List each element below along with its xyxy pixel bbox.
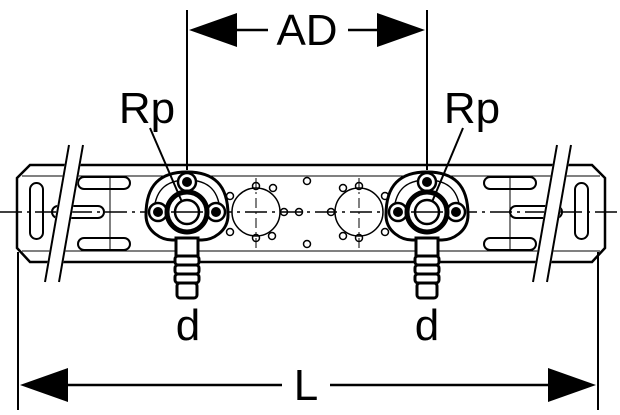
rp-leader-line: [149, 127, 183, 203]
l-label: L: [294, 361, 318, 410]
screw-hole: [153, 207, 163, 217]
horizontal-slot: [483, 237, 537, 251]
plate-outline: [15, 163, 607, 264]
rp-leader-line: [431, 127, 464, 203]
horizontal-slot: [51, 205, 105, 219]
small-hole: [302, 239, 312, 249]
vertical-slot-left: [29, 182, 44, 240]
ad-label: AD: [276, 6, 337, 55]
left-end-slots: [29, 176, 131, 251]
small-hole: [354, 233, 364, 243]
screw-hole: [211, 207, 221, 217]
rp-label: Rp: [444, 84, 500, 133]
screw-hole: [393, 207, 403, 217]
horizontal-slot: [483, 176, 537, 190]
small-hole: [380, 227, 390, 237]
l-arrow-left: [20, 368, 68, 402]
screw-hole: [451, 207, 461, 217]
small-hole: [251, 181, 261, 191]
small-hole: [302, 176, 312, 186]
horizontal-slot: [509, 205, 563, 219]
hole-pattern-left: [225, 181, 289, 243]
horizontal-slot: [77, 237, 131, 251]
centerline: [0, 178, 620, 248]
break-line: [532, 144, 558, 283]
ad-arrow-right: [377, 13, 425, 47]
break-gap: [532, 143, 572, 284]
small-hole: [326, 207, 336, 217]
elbow-stem: [414, 236, 440, 258]
break-gap: [44, 143, 84, 284]
break-line: [44, 144, 70, 283]
break-mark-left: [44, 143, 84, 284]
mounting-plate: [15, 163, 607, 264]
ad-arrow-left: [189, 13, 237, 47]
loose-holes: [294, 176, 312, 249]
small-hole: [354, 181, 364, 191]
dimension-ad: AD: [186, 6, 428, 170]
break-line: [58, 144, 84, 283]
horizontal-slot: [77, 176, 131, 190]
wall-elbow-left: [144, 170, 230, 300]
small-hole: [268, 183, 278, 193]
screw-hole: [182, 177, 192, 187]
small-hole: [225, 227, 235, 237]
connector-tip: [175, 281, 199, 300]
small-hole: [251, 233, 261, 243]
dimension-l: L: [17, 252, 599, 410]
small-hole: [279, 207, 289, 217]
rp-label: Rp: [119, 84, 175, 133]
connector-tip: [415, 281, 439, 300]
rp-callout-left: Rp: [119, 84, 183, 203]
screw-hole: [422, 177, 432, 187]
small-hole: [294, 207, 304, 217]
break-line: [546, 144, 572, 283]
rp-callout-right: Rp: [431, 84, 500, 203]
d-label: d: [415, 301, 439, 350]
right-end-slots: [483, 176, 589, 251]
d-label: d: [176, 301, 200, 350]
l-arrow-right: [548, 368, 596, 402]
small-hole: [338, 231, 348, 241]
wall-elbow-right: [384, 170, 470, 300]
elbow-stem: [174, 236, 200, 258]
small-hole: [338, 183, 348, 193]
vertical-slot-right: [574, 182, 589, 240]
break-mark-right: [532, 143, 572, 284]
small-hole: [267, 231, 277, 241]
